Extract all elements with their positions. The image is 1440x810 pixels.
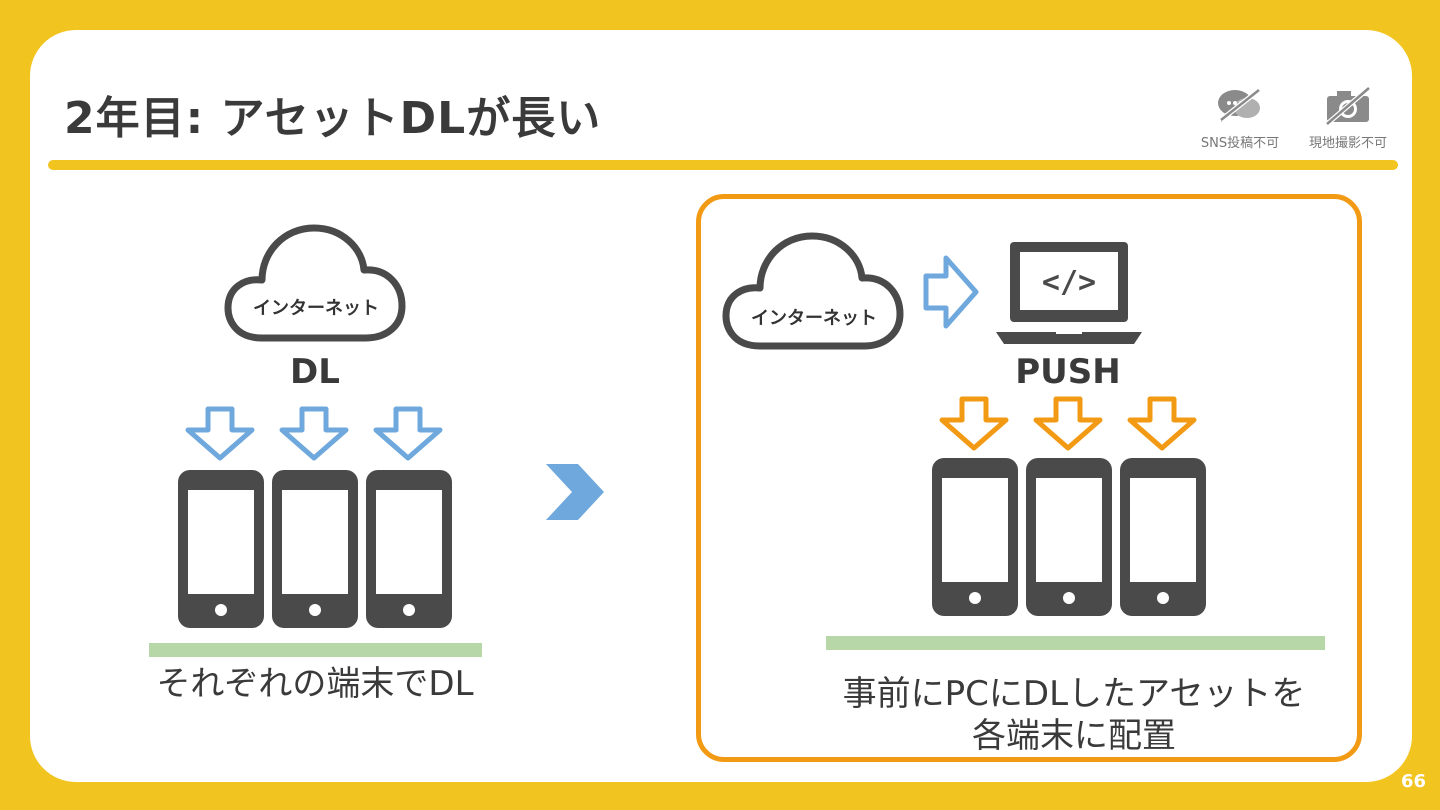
cloud-icon: インターネット — [722, 232, 904, 350]
left-caption: それぞれの端末でDL — [156, 664, 474, 704]
title-underline — [48, 160, 1398, 170]
smartphone-icon — [178, 470, 264, 628]
no-photo-icon — [1325, 86, 1371, 126]
no-sns-label: SNS投稿不可 — [1200, 136, 1280, 151]
page-number: 66 — [1400, 771, 1426, 792]
down-arrow-icon — [1033, 396, 1103, 451]
down-arrow-icon — [279, 406, 349, 461]
highlight-frame — [696, 194, 1362, 762]
down-arrow-icon — [939, 396, 1009, 451]
caption-highlight — [826, 636, 1325, 650]
cloud-label: インターネット — [253, 298, 379, 319]
no-sns-icon — [1218, 88, 1261, 122]
download-arrows — [185, 406, 443, 461]
smartphone-icon — [1026, 458, 1112, 616]
dl-label: DL — [290, 352, 340, 392]
smartphone-icon — [932, 458, 1018, 616]
caption-highlight — [149, 643, 482, 657]
down-arrow-icon — [185, 406, 255, 461]
push-arrows — [939, 396, 1197, 451]
no-sns-notice: SNS投稿不可 — [1190, 86, 1290, 151]
phone-group — [932, 458, 1206, 616]
down-arrow-icon — [373, 406, 443, 461]
code-symbol: </> — [1042, 265, 1096, 300]
smartphone-icon — [1120, 458, 1206, 616]
no-photo-label: 現地撮影不可 — [1308, 136, 1387, 151]
slide-title: 2年目: アセットDLが長い — [64, 93, 602, 144]
push-label: PUSH — [1015, 352, 1121, 392]
smartphone-icon — [272, 470, 358, 628]
right-caption-line1: 事前にPCにDLしたアセットを — [842, 674, 1306, 714]
no-photo-notice: 現地撮影不可 — [1298, 86, 1398, 151]
cloud-icon: インターネット — [224, 224, 406, 342]
right-caption-line2: 各端末に配置 — [972, 716, 1176, 756]
chevron-right-icon — [546, 464, 604, 520]
smartphone-icon — [366, 470, 452, 628]
phone-group — [178, 470, 452, 628]
arrow-right-icon — [923, 255, 979, 329]
down-arrow-icon — [1127, 396, 1197, 451]
cloud-label: インターネット — [751, 308, 877, 329]
laptop-icon: </> — [996, 242, 1142, 344]
